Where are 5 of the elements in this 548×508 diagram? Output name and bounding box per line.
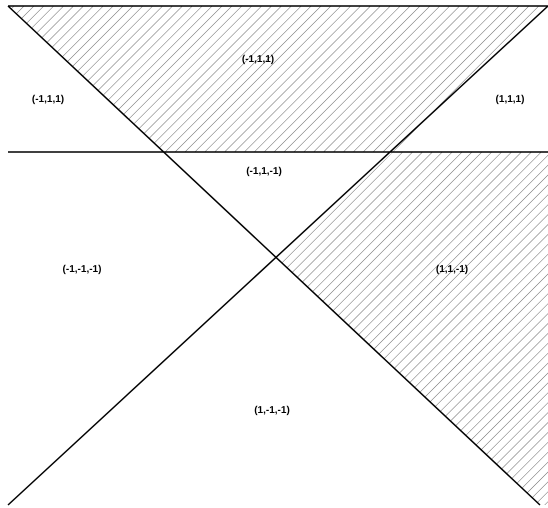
- region-label: (-1,-1,-1): [62, 265, 102, 275]
- region-label: (1,1,1): [496, 95, 524, 105]
- region-label: (-1,1,1): [32, 95, 64, 105]
- region-label: (-1,1,-1): [246, 167, 282, 177]
- region-label: (1,-1,-1): [254, 406, 290, 416]
